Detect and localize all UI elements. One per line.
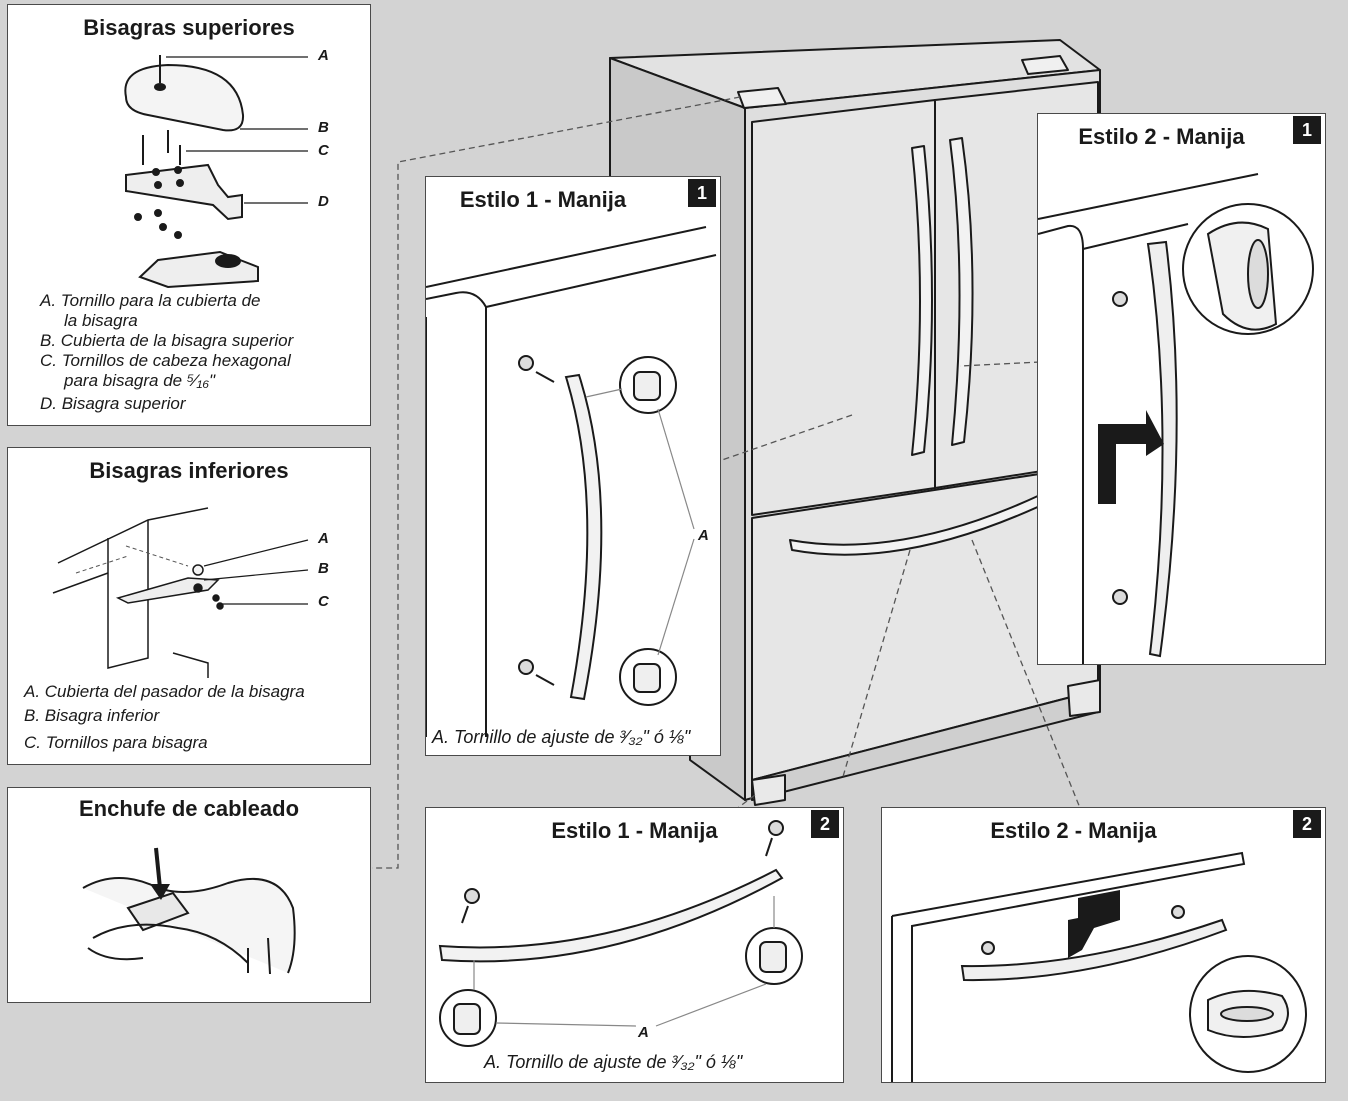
style1-handle-drawing <box>426 226 717 737</box>
style2-handle-drawing <box>1038 173 1314 664</box>
legend-line: A. Cubierta del pasador de la bisagra <box>24 682 305 701</box>
panel-style1-step2: Estilo 1 - Manija 2 A A. Tornillo de aju… <box>425 807 844 1083</box>
label-d: D <box>318 193 329 210</box>
panel-title: Estilo 2 - Manija <box>1078 124 1245 149</box>
label-a: A <box>318 47 329 64</box>
label-a: A <box>318 530 329 547</box>
step-badge: 1 <box>688 179 716 207</box>
label-c: C <box>318 142 329 159</box>
legend-bottom-hinges: A. Cubierta del pasador de la bisagra B.… <box>24 680 305 755</box>
style1-handle-horizontal-drawing <box>438 820 803 1047</box>
step-badge: 2 <box>1293 810 1321 838</box>
legend-line: B. Bisagra inferior <box>24 706 160 725</box>
style2-handle-horizontal-drawing <box>891 851 1307 1082</box>
legend-line: la bisagra <box>64 311 138 330</box>
panel-title: Estilo 2 - Manija <box>990 818 1157 843</box>
panel-wiring-plug: Enchufe de cableado <box>7 787 371 1003</box>
panel-title: Bisagras superiores <box>83 15 295 40</box>
top-hinge-drawing <box>124 55 308 289</box>
wiring-plug-drawing <box>82 847 296 975</box>
legend-line: D. Bisagra superior <box>40 394 186 413</box>
panel-title: Estilo 1 - Manija <box>459 187 627 212</box>
panel-title: Estilo 1 - Manija <box>551 818 718 843</box>
panel-top-hinges: Bisagras superiores A B C D A. Tornillo … <box>7 4 371 426</box>
legend-line: B. Cubierta de la bisagra superior <box>40 331 294 350</box>
legend-line: para bisagra de ⁵⁄₁₆" <box>64 371 216 390</box>
legend-line: C. Tornillos de cabeza hexagonal <box>40 351 291 370</box>
legend-line: C. Tornillos para bisagra <box>24 733 208 752</box>
bottom-hinge-drawing <box>52 507 309 678</box>
panel-style2-step2: Estilo 2 - Manija 2 <box>881 807 1326 1083</box>
panel-bottom-hinges: Bisagras inferiores A B C A. Cubierta de… <box>7 447 371 765</box>
legend-top-hinges: A. Tornillo para la cubierta de la bisag… <box>40 291 293 414</box>
panel-title: Enchufe de cableado <box>78 796 300 821</box>
step-badge: 1 <box>1293 116 1321 144</box>
caption: A. Tornillo de ajuste de ³⁄₃₂" ó ⅛" <box>432 727 691 747</box>
step-badge: 2 <box>811 810 839 838</box>
label-b: B <box>318 119 329 136</box>
label-b: B <box>318 560 329 577</box>
caption: A. Tornillo de ajuste de ³⁄₃₂" ó ⅛" <box>484 1052 743 1072</box>
label-c: C <box>318 593 329 610</box>
label-a: A <box>638 1024 649 1041</box>
panel-style2-step1: Estilo 2 - Manija 1 <box>1037 113 1326 665</box>
panel-title: Bisagras inferiores <box>89 458 289 483</box>
label-a: A <box>698 527 709 544</box>
legend-line: A. Tornillo para la cubierta de <box>40 291 261 310</box>
panel-style1-step1: Estilo 1 - Manija 1 A A. Tornillo de aju… <box>425 176 721 756</box>
